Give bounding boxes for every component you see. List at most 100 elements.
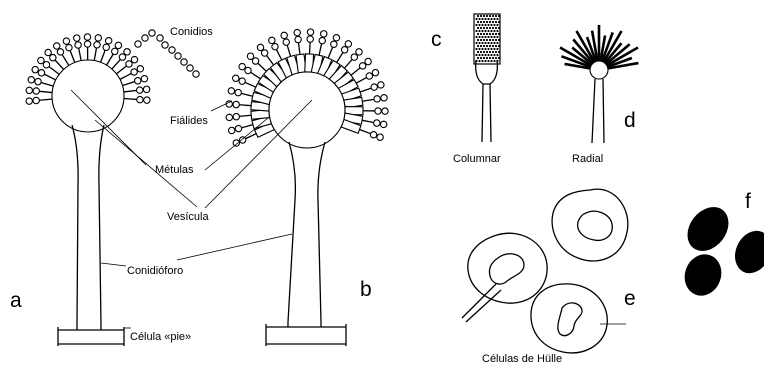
conidium-dot [481, 54, 483, 56]
conidium [252, 58, 258, 64]
conidium [245, 67, 251, 73]
conidium-dot [498, 57, 500, 59]
conidium-dot [489, 27, 491, 29]
conidium-dot [495, 45, 497, 47]
leader-conidioforo-a [101, 263, 126, 266]
conidium [378, 82, 384, 88]
conidium [294, 29, 300, 35]
conidium-dot [493, 54, 495, 56]
conidium [233, 140, 239, 146]
conidium-dot [496, 48, 498, 50]
conidium [144, 97, 150, 103]
conidium [283, 39, 289, 45]
conidium-dot [483, 27, 485, 29]
conidium [365, 58, 371, 64]
conidium-dot [475, 36, 477, 38]
conidium-dot [477, 45, 479, 47]
conidium [142, 35, 148, 41]
phialide [124, 99, 137, 100]
foot-cell-a [58, 325, 124, 346]
conidium [307, 36, 313, 42]
conidium-dot [483, 15, 485, 17]
conidium-dot [486, 21, 488, 23]
conidium-dot [486, 57, 488, 59]
ascospore-2 [728, 225, 764, 279]
conidium-dot [487, 36, 489, 38]
conidium [257, 44, 263, 50]
vesicle-a [52, 60, 124, 132]
conidium-dot [495, 21, 497, 23]
conidium-dot [498, 45, 500, 47]
phialide [94, 48, 96, 61]
conidium-dot [477, 57, 479, 59]
conidium-dot [475, 24, 477, 26]
conidium-dot [484, 30, 486, 32]
conidium [57, 49, 63, 55]
conidium-dot [478, 30, 480, 32]
conidium-dot [480, 33, 482, 35]
conidium-dot [492, 57, 494, 59]
columnar-conidial-mass [474, 14, 500, 64]
phialide [351, 68, 360, 75]
conidium [137, 96, 143, 102]
phialide [266, 55, 273, 65]
text-labels: Conidios Fiálides Métulas Vesícula Conid… [10, 26, 751, 365]
conidium-dot [495, 27, 497, 29]
conidium-dot [478, 18, 480, 20]
conidium [187, 65, 193, 71]
conidium [95, 35, 101, 41]
conidium-dot [490, 60, 492, 62]
phialide [298, 43, 300, 55]
conidium-dot [483, 51, 485, 53]
conidium-dot [493, 42, 495, 44]
conidium [374, 96, 380, 102]
conidium-dot [498, 33, 500, 35]
conidium [374, 120, 380, 126]
conidium-dot [478, 60, 480, 62]
conidium-dot [495, 57, 497, 59]
phialide [319, 44, 322, 56]
conidium [124, 49, 130, 55]
conidium [26, 98, 32, 104]
conidium-dot [487, 30, 489, 32]
conidium [239, 63, 245, 69]
conidium [261, 50, 267, 56]
conidium-dot [487, 18, 489, 20]
conidium-dot [484, 54, 486, 56]
conidium [226, 114, 232, 120]
phialide [122, 82, 134, 86]
phialide [39, 99, 52, 100]
phialide [116, 66, 126, 74]
hulle-cell-bottom-lumen [558, 303, 582, 336]
conidium [38, 57, 44, 63]
conidium-dot [481, 36, 483, 38]
panel-letter-b: b [360, 278, 372, 301]
conidium-dot [481, 30, 483, 32]
conidium-dot [478, 42, 480, 44]
label-vesicula: Vesícula [167, 211, 209, 223]
conidium [135, 78, 141, 84]
conidium-dot [484, 36, 486, 38]
conidium-dot [480, 15, 482, 17]
phialide [328, 47, 333, 58]
conidium [33, 97, 39, 103]
conidium-dot [480, 21, 482, 23]
conidium [381, 95, 387, 101]
phialide [362, 120, 374, 122]
conidium-dot [487, 54, 489, 56]
conidium-dot [486, 33, 488, 35]
phialide [356, 77, 367, 83]
conidium-dot [489, 45, 491, 47]
radial-vesicle [590, 61, 608, 79]
conidium [370, 132, 376, 138]
phialide [276, 49, 281, 60]
conidium-dot [493, 30, 495, 32]
conidium-dot [481, 48, 483, 50]
conidium-dot [481, 60, 483, 62]
conidium [119, 54, 125, 60]
conidium [84, 41, 90, 47]
conidium [26, 87, 32, 93]
phialide [245, 82, 256, 87]
conidium-dot [495, 33, 497, 35]
